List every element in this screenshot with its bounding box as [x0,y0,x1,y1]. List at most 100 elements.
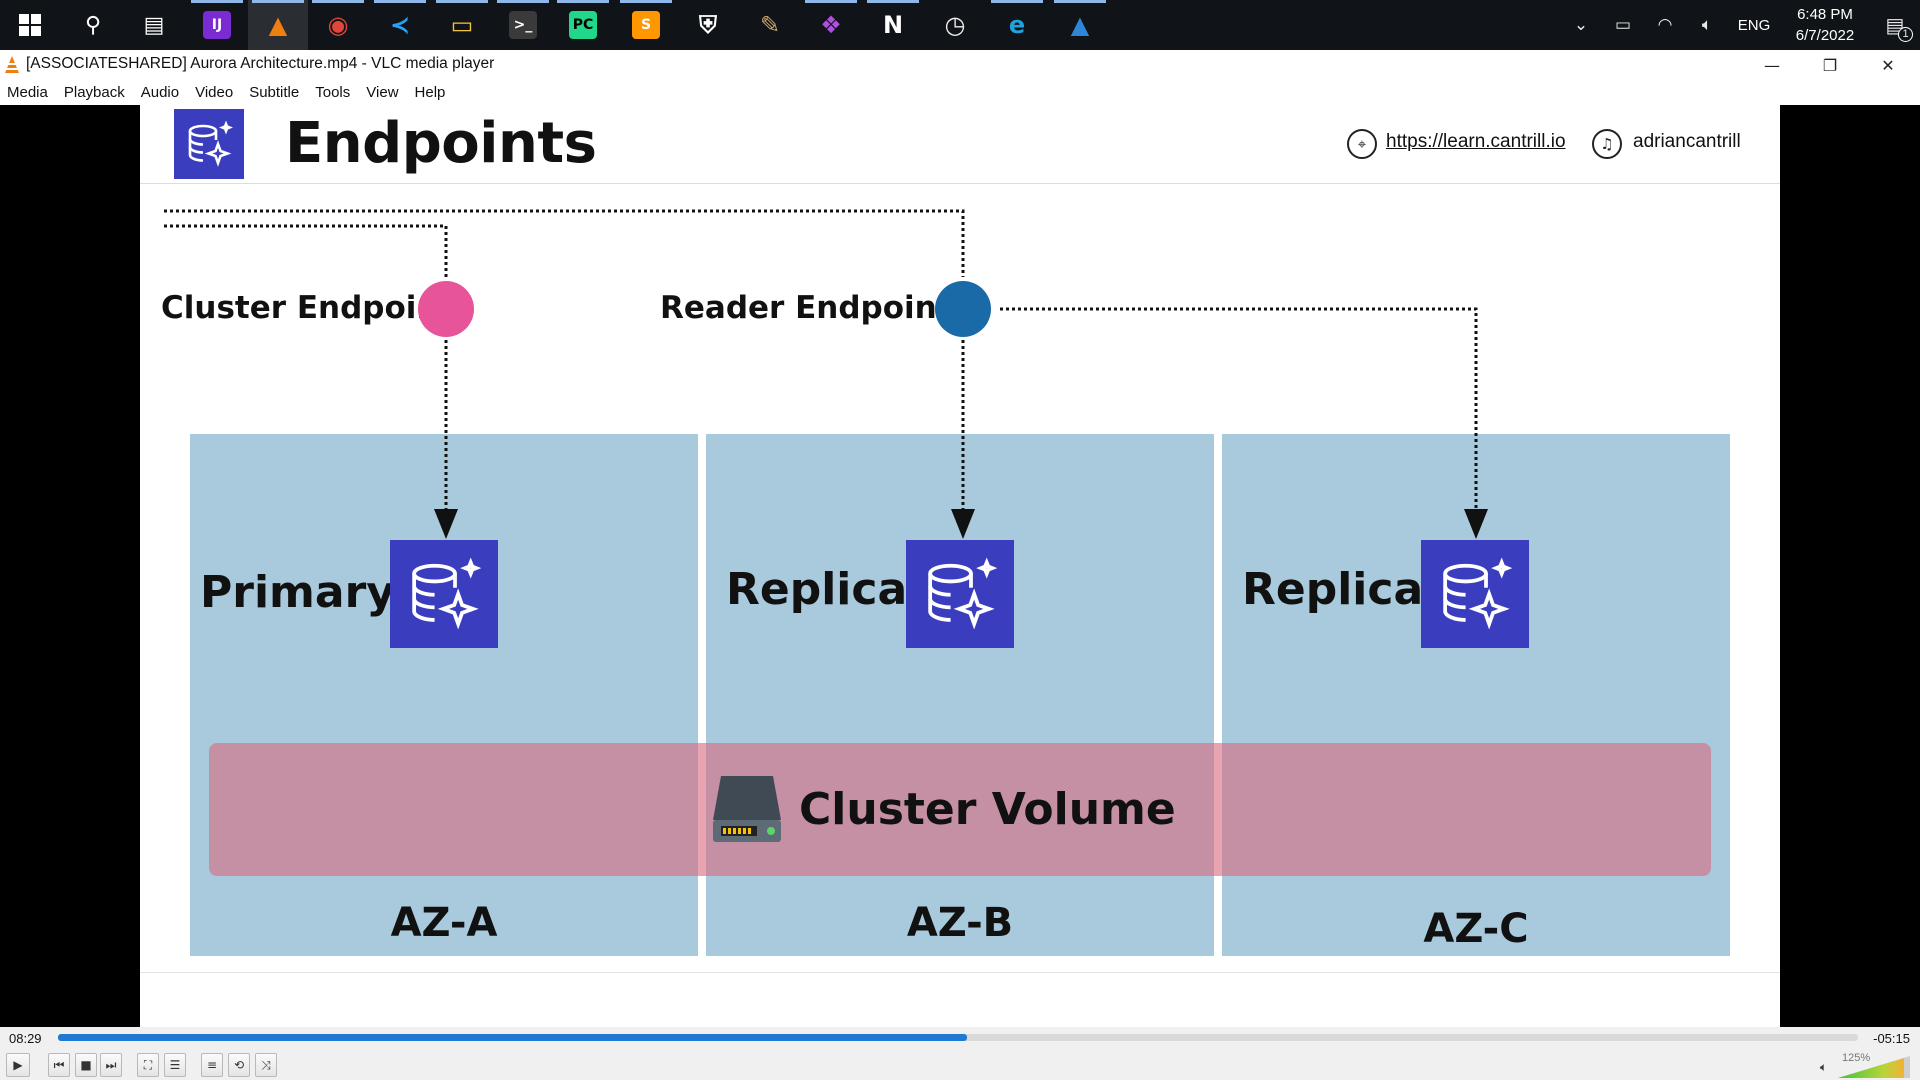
menu-playback[interactable]: Playback [63,84,125,101]
instance-label-primary: Primary [200,567,395,618]
taskbar-vlc-button[interactable]: ▲ [248,0,308,50]
aurora-db-icon [390,540,498,648]
windows-start-icon[interactable] [0,0,60,50]
taskbar-search-button[interactable]: ⚲ [63,0,123,50]
notification-count-badge: 1 [1898,27,1913,42]
taskbar-file-explorer-button[interactable]: ▭ [432,0,492,50]
loop-button[interactable]: ⟲ [228,1053,250,1077]
aurora-db-icon [906,540,1014,648]
running-indicator [991,0,1043,3]
cluster-endpoint-dot [418,281,474,337]
taskbar-terminal-button[interactable]: >_ [493,0,553,50]
menu-subtitle[interactable]: Subtitle [249,84,300,101]
chevron-up-icon[interactable]: ⌄ [1573,15,1589,34]
window-title: [ASSOCIATESHARED] Aurora Architecture.mp… [26,55,495,72]
running-indicator [620,0,672,3]
task-view-icon: ▤ [143,12,165,38]
taskbar-pycharm-button[interactable]: PC [553,0,613,50]
vscode-icon: ≺ [389,11,411,39]
taskbar-media-app-button[interactable]: ❖ [801,0,861,50]
reader-endpoint-dot [935,281,991,337]
cluster-endpoint-label: Cluster Endpoint [161,290,454,326]
security-shield-icon: ⛨ [699,11,717,39]
running-indicator [557,0,609,3]
clock-app-icon: ◷ [944,11,966,39]
language-indicator[interactable]: ENG [1737,16,1771,34]
compass-icon: ⌖ [1347,129,1377,159]
menu-bar: Media Playback Audio Video Subtitle Tool… [0,80,1920,105]
taskbar-chrome-button[interactable]: ◉ [308,0,368,50]
running-indicator [191,0,243,3]
notification-center-icon[interactable]: ▤ 1 [1870,0,1920,50]
clock-date: 6/7/2022 [1795,27,1855,44]
running-indicator [436,0,488,3]
seek-row: 08:29 -05:15 [0,1027,1920,1049]
video-area[interactable]: Endpoints ⌖ https://learn.cantrill.io ♫ … [0,105,1920,1027]
slide-footer-divider [140,972,1780,973]
taskbar-sublime-button[interactable]: S [616,0,676,50]
photos-icon: ▲ [1070,11,1090,39]
close-button[interactable]: ✕ [1881,55,1895,75]
taskbar-edge-button[interactable]: e [987,0,1047,50]
minimize-button[interactable]: — [1764,55,1780,75]
battery-icon[interactable]: ▭ [1614,15,1632,34]
az-label: AZ-B [906,900,1014,946]
stop-button[interactable]: ■ [75,1053,97,1077]
intellij-icon: IJ [203,11,231,39]
menu-help[interactable]: Help [414,84,446,101]
taskbar-intellij-button[interactable]: IJ [187,0,247,50]
cluster-volume-label: Cluster Volume [799,784,1176,835]
system-tray: ⌄ ▭ ◠ 🔈︎ ENG 6:48 PM 6/7/2022 ▤ 1 [1560,0,1920,50]
cluster-endpoint-feed-line [164,224,448,277]
volume-level-meter [1838,1056,1910,1078]
instance-label-replica-b: Replica [726,564,908,615]
taskbar-notes-app-button[interactable]: ✎ [740,0,800,50]
elapsed-time[interactable]: 08:29 [9,1031,42,1046]
sublime-icon: S [632,11,660,39]
taskbar-photos-button[interactable]: ▲ [1050,0,1110,50]
taskbar-clock[interactable]: 6:48 PM 6/7/2022 [1780,4,1870,46]
hard-drive-icon [713,776,781,842]
seek-slider[interactable] [58,1034,1858,1041]
playback-controls: ▶ ⏮■⏭ ⛶☰ ≡⟲⤨ 🔈︎ 125% [0,1049,1920,1080]
remaining-time[interactable]: -05:15 [1873,1031,1910,1046]
menu-media[interactable]: Media [7,84,48,101]
notion-icon: N [882,11,904,39]
maximize-button[interactable]: ❐ [1822,55,1838,75]
clock-time: 6:48 PM [1797,6,1853,23]
reader-to-replica-c-arrow [1000,307,1488,539]
aurora-db-icon [1421,540,1529,648]
extended-settings-button[interactable]: ☰ [164,1053,186,1077]
next-button[interactable]: ⏭ [100,1053,122,1077]
menu-video[interactable]: Video [195,84,234,101]
play-button[interactable]: ▶ [6,1053,30,1077]
fullscreen-button[interactable]: ⛶ [137,1053,159,1077]
running-indicator [252,0,304,3]
menu-audio[interactable]: Audio [140,84,180,101]
volume-slider[interactable]: 🔈︎ 125% [1820,1052,1910,1078]
az-label: AZ-A [390,900,498,946]
taskbar-clock-app-button[interactable]: ◷ [925,0,985,50]
instance-label-replica-c: Replica [1242,564,1424,615]
taskbar-security-shield-button[interactable]: ⛨ [678,0,738,50]
cluster-volume-band [209,743,1711,876]
notes-app-icon: ✎ [759,11,781,39]
menu-tools[interactable]: Tools [315,84,351,101]
taskbar-vscode-button[interactable]: ≺ [370,0,430,50]
running-indicator [1054,0,1106,3]
file-explorer-icon: ▭ [450,11,474,39]
taskbar-task-view-button[interactable]: ▤ [124,0,184,50]
pycharm-icon: PC [569,11,597,39]
volume-percent: 125% [1842,1052,1871,1064]
speaker-icon[interactable]: 🔈︎ [1701,15,1713,34]
wifi-icon[interactable]: ◠ [1657,15,1673,34]
playlist-button[interactable]: ≡ [201,1053,223,1077]
shuffle-button[interactable]: ⤨ [255,1053,277,1077]
speaker-icon[interactable]: 🔈︎ [1820,1060,1828,1074]
taskbar-notion-button[interactable]: N [863,0,923,50]
previous-button[interactable]: ⏮ [48,1053,70,1077]
az-label: AZ-C [1423,906,1529,952]
menu-view[interactable]: View [366,84,399,101]
slide-url-text: https://learn.cantrill.io [1386,131,1566,152]
running-indicator [312,0,364,3]
